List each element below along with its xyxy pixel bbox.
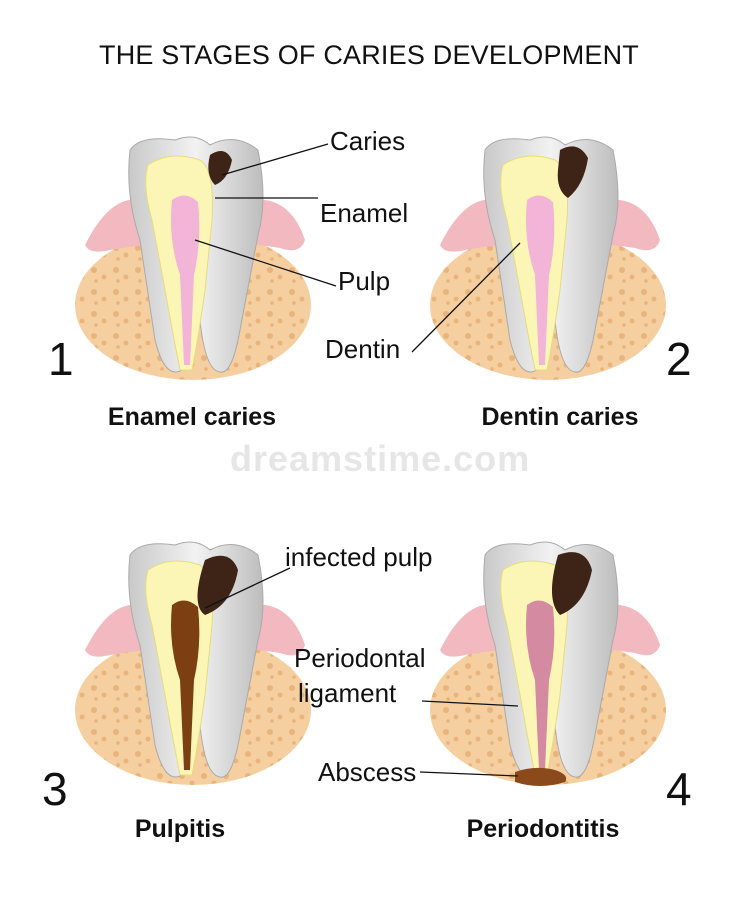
stage-number-1: 1	[48, 333, 74, 385]
watermark: dreamstime.com	[230, 438, 531, 479]
pulp-leader	[194, 239, 337, 287]
ligament-leader	[421, 700, 519, 707]
label-enamel: Enamel	[320, 198, 409, 228]
stage-name-4: Periodontitis	[466, 815, 620, 843]
infected-pulp-leader	[204, 567, 291, 609]
abscess-leader	[419, 771, 519, 777]
tooth-stage-3	[75, 541, 311, 785]
dentin-leader	[411, 242, 521, 353]
stage-name-1: Enamel caries	[107, 403, 277, 431]
page-title: THE STAGES OF CARIES DEVELOPMENT	[99, 40, 639, 70]
leader-lines	[194, 143, 521, 777]
caries-spot	[208, 151, 232, 185]
stage-number-2: 2	[666, 333, 692, 385]
abscess	[515, 767, 567, 786]
label-infected-pulp: infected pulp	[285, 542, 433, 572]
tooth-stage-1	[75, 136, 311, 380]
label-abscess: Abscess	[318, 757, 417, 787]
infected-pulp	[171, 600, 200, 770]
label-dentin: Dentin	[325, 334, 401, 364]
caries-cavity	[551, 552, 592, 615]
pulp	[171, 195, 200, 365]
label-periodontal: Periodontal	[294, 643, 426, 673]
label-caries: Caries	[330, 126, 406, 156]
stage-number-3: 3	[42, 763, 68, 815]
label-ligament: ligament	[298, 678, 397, 708]
label-pulp: Pulp	[338, 266, 391, 296]
tooth-stage-4	[430, 541, 666, 786]
pulp	[526, 600, 555, 770]
caries-cavity	[197, 555, 238, 615]
stage-number-4: 4	[666, 763, 692, 815]
caries-leader	[221, 143, 329, 176]
tooth-stage-2	[430, 136, 666, 380]
caries-cavity	[557, 146, 588, 198]
stage-name-3: Pulpitis	[134, 815, 226, 843]
stage-name-2: Dentin caries	[481, 403, 639, 431]
pulp	[526, 195, 555, 365]
